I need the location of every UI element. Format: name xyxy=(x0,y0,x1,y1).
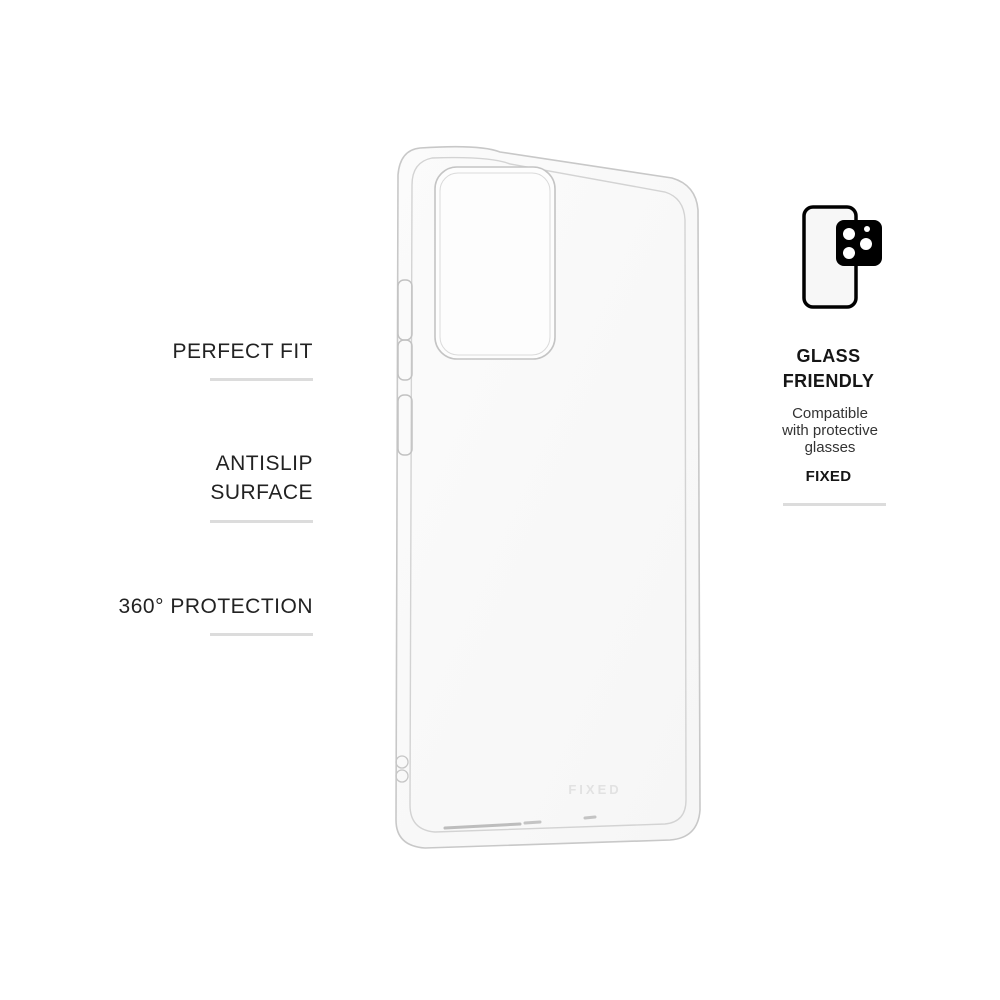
glass-friendly-title: GLASS FRIENDLY xyxy=(770,344,887,394)
volume-button-cover xyxy=(397,339,413,381)
feature-perfect-fit: PERFECT FIT xyxy=(173,337,313,366)
brand-label: FIXED xyxy=(805,468,852,485)
clear-phone-case-image: FIXED xyxy=(395,145,701,849)
divider xyxy=(210,378,313,381)
divider xyxy=(783,503,886,506)
desc-line1: Compatible xyxy=(792,405,868,422)
feature-antislip-surface: ANTISLIP SURFACE xyxy=(210,449,313,507)
desc-line2: with protective xyxy=(782,422,878,439)
power-button-cover xyxy=(397,394,413,456)
divider xyxy=(210,520,313,523)
divider xyxy=(210,633,313,636)
feature-label: 360° PROTECTION xyxy=(118,595,313,618)
engraved-logo: FIXED xyxy=(568,782,621,797)
feature-label-line2: SURFACE xyxy=(210,481,313,504)
glass-friendly-description: Compatible with protective glasses xyxy=(770,405,890,456)
desc-line3: glasses xyxy=(804,439,856,456)
title-line2: FRIENDLY xyxy=(782,371,875,391)
phone-with-camera-protector-icon xyxy=(802,205,882,309)
feature-label: PERFECT FIT xyxy=(172,340,313,363)
feature-label-line1: ANTISLIP xyxy=(215,452,313,475)
feature-360-protection: 360° PROTECTION xyxy=(119,592,313,621)
title-line1: GLASS xyxy=(796,346,861,366)
camera-cutout xyxy=(434,166,556,360)
